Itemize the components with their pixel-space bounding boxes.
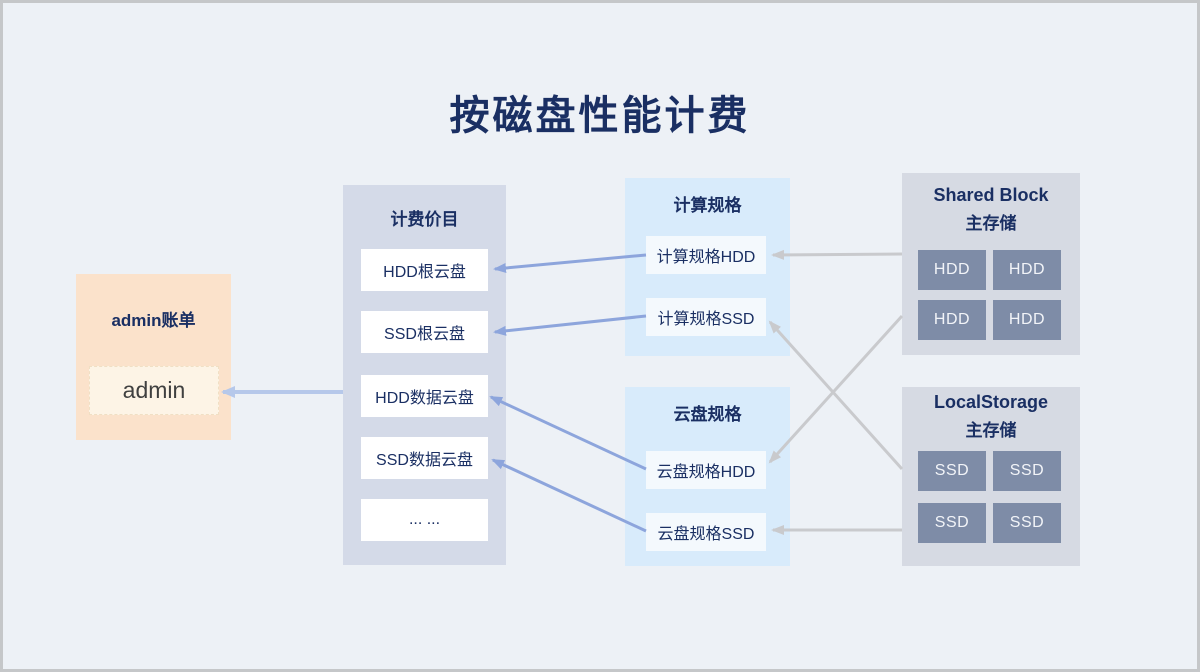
local-storage-title: LocalStorage — [933, 392, 1049, 412]
arrow-compute-ssd-to-ssd-root — [493, 314, 647, 336]
pricing-item-ssd-data: SSD数据云盘 — [361, 437, 488, 479]
disk-tile-hdd-4: HDD — [993, 300, 1061, 340]
spec-item-compute-ssd: 计算规格SSD — [646, 298, 766, 336]
admin-bill-panel: admin账单 admin — [76, 274, 231, 440]
local-storage-subtitle: 主存储 — [965, 421, 1017, 440]
compute-spec-title: 计算规格 — [673, 196, 742, 215]
local-storage-panel: LocalStorage 主存储 SSD SSD SSD SSD — [902, 387, 1080, 566]
disk-tile-hdd-3: HDD — [918, 300, 986, 340]
pricing-item-hdd-data: HDD数据云盘 — [361, 375, 488, 417]
pricing-title: 计费价目 — [390, 210, 459, 229]
disk-tile-ssd-2: SSD — [993, 451, 1061, 491]
arrow-compute-hdd-to-hdd-root — [493, 253, 647, 273]
page-title: 按磁盘性能计费 — [449, 94, 751, 138]
spec-item-disk-ssd: 云盘规格SSD — [646, 513, 766, 551]
pricing-item-ellipsis: ... ... — [361, 499, 488, 541]
disk-spec-panel: 云盘规格 云盘规格HDD 云盘规格SSD — [625, 387, 790, 566]
spec-item-disk-hdd: 云盘规格HDD — [646, 451, 766, 489]
pricing-item-hdd-root: HDD根云盘 — [361, 249, 488, 291]
disk-tile-ssd-1: SSD — [918, 451, 986, 491]
disk-spec-title: 云盘规格 — [673, 405, 742, 424]
shared-block-panel: Shared Block 主存储 HDD HDD HDD HDD — [902, 173, 1080, 355]
admin-bill-title: admin账单 — [111, 311, 196, 330]
admin-item: admin — [89, 366, 219, 415]
pricing-item-ssd-root: SSD根云盘 — [361, 311, 488, 353]
arrow-disk-hdd-to-hdd-data — [489, 395, 647, 471]
shared-block-title: Shared Block — [933, 185, 1049, 205]
arrow-disk-ssd-to-ssd-data — [491, 458, 647, 533]
compute-spec-panel: 计算规格 计算规格HDD 计算规格SSD — [625, 178, 790, 356]
arrow-shared-to-compute-hdd — [771, 249, 903, 260]
pricing-panel: 计费价目 HDD根云盘 SSD根云盘 HDD数据云盘 SSD数据云盘 ... .… — [343, 185, 506, 565]
spec-item-compute-hdd: 计算规格HDD — [646, 236, 766, 274]
disk-tile-ssd-4: SSD — [993, 503, 1061, 543]
disk-tile-hdd-2: HDD — [993, 250, 1061, 290]
shared-block-subtitle: 主存储 — [965, 214, 1017, 233]
disk-tile-hdd-1: HDD — [918, 250, 986, 290]
disk-tile-ssd-3: SSD — [918, 503, 986, 543]
